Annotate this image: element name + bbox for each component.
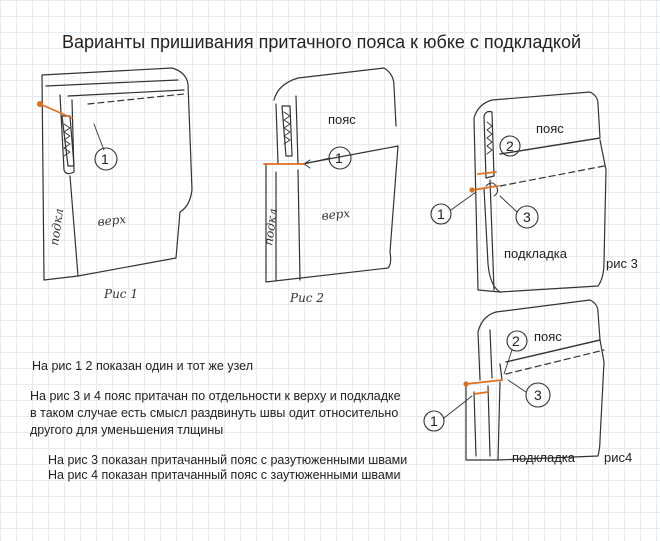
fig4-pin-mid: [473, 391, 489, 395]
fig4-belt-panel: [477, 299, 601, 363]
fig4-callout-1: [423, 410, 445, 432]
fig4-callout-2: [506, 330, 528, 352]
fig2-zigzag: [283, 111, 291, 145]
fig3-leader-3: [499, 195, 518, 213]
fig3-lining-panel: [483, 139, 607, 293]
fig1-zigzag: [63, 123, 71, 157]
fig3-caption: рис 3: [606, 256, 638, 271]
fig1-vertical-lining: [69, 175, 79, 277]
fig3-callout-1: [430, 203, 452, 225]
fig1-label-lining: подкл: [47, 207, 66, 246]
fig2-label-lining: подкл: [261, 207, 280, 246]
fig1-seam-line: [87, 93, 185, 105]
fig2-skirt-panel: [265, 145, 399, 283]
fig1-inner-panel: [67, 89, 185, 97]
figure-3: [473, 91, 607, 293]
fig4-callout-1-number: 1: [430, 413, 438, 429]
fig4-pin-top-head: [463, 381, 469, 387]
note-line-1: На рис 1 2 показан один и тот же узел: [32, 359, 253, 373]
fig4-lining-panel: [497, 339, 605, 461]
fig2-seam-lines: [275, 169, 301, 281]
fig1-label-top: верх: [97, 212, 127, 229]
fig4-leader-2: [503, 349, 513, 375]
fig2-belt-panel: [273, 67, 397, 127]
fig2-label-top: верх: [321, 206, 351, 223]
fig1-callout-circle: [94, 147, 118, 171]
fig3-callout-2: [499, 135, 521, 157]
fig3-lining-seam: [499, 165, 605, 187]
fig1-pin: [39, 103, 73, 119]
note-line-5: На рис 3 показан притачанный пояс с разу…: [48, 453, 408, 467]
fig3-left-panel: [473, 117, 501, 293]
fig1-top-edge: [45, 79, 179, 87]
fig3-callout-1-number: 1: [437, 206, 445, 222]
fig1-pin-head: [37, 101, 43, 107]
fig3-vertical-seam: [489, 179, 495, 291]
fig4-leader-1: [443, 395, 473, 419]
fig4-belt-seam: [505, 339, 601, 363]
fig1-callout-number: 1: [101, 151, 109, 167]
fig3-label-lining: подкладка: [504, 246, 568, 261]
fig3-pin-top: [471, 185, 499, 191]
fig1-fold: [59, 94, 75, 175]
fig3-belt-panel: [473, 91, 601, 155]
fig3-fold: [483, 110, 495, 179]
fig2-callout-circle: [328, 146, 352, 170]
fig4-left-panel: [465, 381, 499, 461]
fig1-leader: [93, 123, 105, 151]
fig4-callout-2-number: 2: [512, 333, 520, 349]
fig1-caption: Рис 1: [103, 287, 138, 301]
fig3-callout-3-number: 3: [523, 209, 531, 225]
fig4-label-lining: подкладка: [512, 450, 576, 465]
fig3-zigzag: [486, 121, 493, 155]
fig2-belt-inner: [281, 105, 293, 157]
note-line-4: другого для уменьшения тлщины: [30, 423, 224, 437]
figure-2: [265, 67, 399, 283]
fig3-pin-mid: [477, 171, 497, 175]
fig4-inner-fold: [473, 385, 491, 457]
fig2-caption: Рис 2: [289, 291, 324, 305]
fig4-pin-top: [465, 379, 503, 385]
figure-1: [41, 67, 193, 281]
fig4-callout-3: [525, 382, 551, 408]
fig3-leader-1: [450, 191, 477, 211]
note-line-6: На рис 4 показан притачанный пояс с заут…: [48, 468, 401, 482]
fig3-pin-top-head: [469, 187, 475, 193]
figure-4: [465, 299, 605, 461]
fig4-label-belt: пояс: [534, 329, 562, 344]
page-title: Варианты пришивания притачного пояса к ю…: [62, 32, 582, 52]
fig3-callout-3: [515, 205, 539, 229]
fig4-caption: рис4: [604, 450, 632, 465]
note-line-3: в таком случае есть смысл раздвинуть швы…: [30, 406, 399, 420]
fig3-label-belt: пояс: [536, 121, 564, 136]
fig4-callout-3-number: 3: [534, 387, 542, 403]
fig2-fold: [275, 95, 299, 165]
fig2-label-belt: пояс: [328, 112, 356, 127]
fig4-fold: [477, 329, 503, 381]
fig1-outer-panel: [41, 67, 193, 281]
fig2-callout-number: 1: [335, 150, 343, 166]
fig2-arrow: [303, 157, 331, 169]
note-line-2: На рис 3 и 4 пояс притачан по отдельност…: [30, 389, 401, 403]
fig3-belt-seam: [499, 137, 601, 155]
fig3-squiggle: [485, 182, 499, 197]
fig3-callout-2-number: 2: [506, 138, 514, 154]
fig4-lining-seam: [505, 349, 605, 375]
fig4-leader-3: [507, 379, 527, 393]
